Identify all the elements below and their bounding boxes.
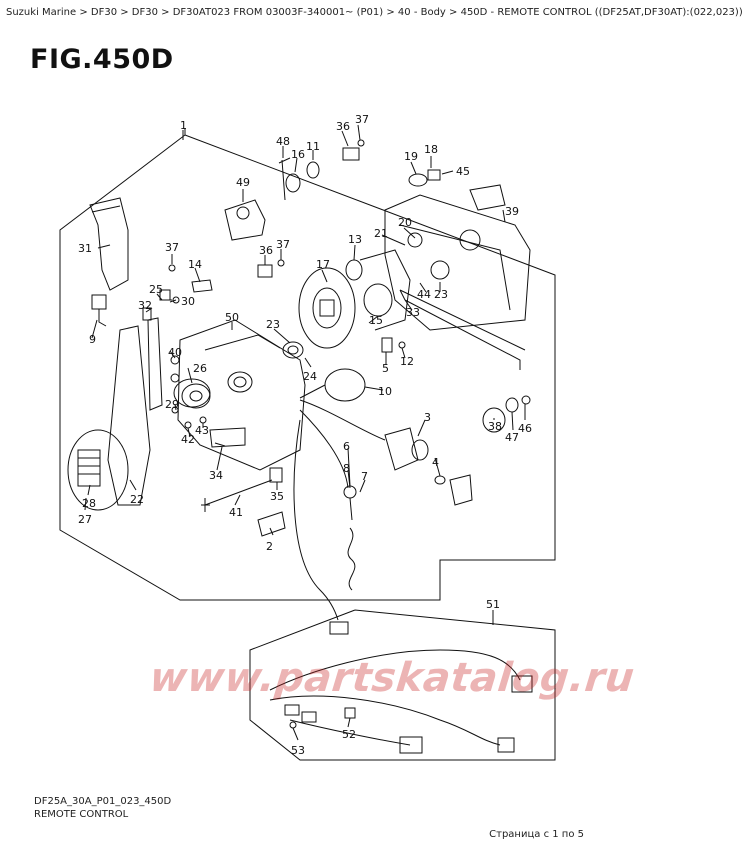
- control-lever-part: [107, 325, 151, 506]
- callout-51: 51: [486, 598, 500, 611]
- callout-32: 32: [138, 299, 152, 312]
- callout-36: 36: [336, 120, 350, 133]
- callout-15: 15: [369, 314, 383, 327]
- callout-53: 53: [291, 744, 305, 757]
- callout-52: 52: [342, 728, 356, 741]
- callout-9: 9: [89, 333, 96, 346]
- callout-47: 47: [505, 431, 519, 444]
- callout-37c: 37: [165, 241, 179, 254]
- callout-12: 12: [400, 355, 414, 368]
- callout-37b: 37: [276, 238, 290, 251]
- callout-49: 49: [236, 176, 250, 189]
- callout-23b: 23: [266, 318, 280, 331]
- callout-29: 29: [165, 398, 179, 411]
- callout-13: 13: [348, 233, 362, 246]
- callout-45: 45: [456, 165, 470, 178]
- page-indicator: Страница с 1 по 5: [489, 829, 584, 840]
- figure-subtitle: REMOTE CONTROL: [34, 809, 129, 820]
- callout-50: 50: [225, 311, 239, 324]
- callout-40: 40: [168, 346, 182, 359]
- callout-3: 3: [424, 411, 431, 424]
- watermark-text: www.partskatalog.ru: [147, 655, 637, 701]
- callout-8: 8: [343, 462, 350, 475]
- callout-14: 14: [188, 258, 202, 271]
- figure-title: FIG.450D: [30, 44, 174, 75]
- callout-34: 34: [209, 469, 223, 482]
- callout-46: 46: [518, 422, 532, 435]
- callout-25: 25: [149, 283, 163, 296]
- gear-plate-part: [298, 267, 356, 349]
- callout-22: 22: [130, 493, 144, 506]
- callout-27: 27: [78, 513, 92, 526]
- breadcrumb: Suzuki Marine > DF30 > DF30 > DF30AT023 …: [6, 7, 743, 18]
- side-cover-part: [384, 194, 531, 331]
- callout-24: 24: [303, 370, 317, 383]
- callout-6: 6: [343, 440, 350, 453]
- callout-43: 43: [195, 424, 209, 437]
- callout-35: 35: [270, 490, 284, 503]
- callout-41: 41: [229, 506, 243, 519]
- exploded-parts-diagram: 1 2 3 4 5 6 7 8 9 10 11 12 13 14 15 16 1…: [59, 113, 556, 761]
- buzzer-part: [324, 368, 366, 402]
- callout-16: 16: [291, 148, 305, 161]
- assembly-frame: [59, 134, 556, 601]
- harness-frame: [249, 609, 556, 761]
- callout-18: 18: [424, 143, 438, 156]
- callout-19: 19: [404, 150, 418, 163]
- callout-48: 48: [276, 135, 290, 148]
- callout-4: 4: [432, 456, 439, 469]
- callout-36b: 36: [259, 244, 273, 257]
- callout-23: 23: [434, 288, 448, 301]
- callout-7: 7: [361, 470, 368, 483]
- callout-44: 44: [417, 288, 431, 301]
- callout-17: 17: [316, 258, 330, 271]
- callout-21: 21: [374, 227, 388, 240]
- switch-part: [91, 294, 107, 310]
- callout-33: 33: [406, 306, 420, 319]
- callout-2: 2: [266, 540, 273, 553]
- callout-38: 38: [488, 420, 502, 433]
- callout-42: 42: [181, 433, 195, 446]
- callout-5: 5: [382, 362, 389, 375]
- callout-10: 10: [378, 385, 392, 398]
- callout-31: 31: [78, 242, 92, 255]
- callout-1: 1: [180, 119, 187, 132]
- remote-housing-part: [177, 319, 306, 471]
- callout-11: 11: [306, 140, 320, 153]
- handle-cover-part: [89, 197, 129, 291]
- callout-30: 30: [181, 295, 195, 308]
- wiring-harness-part: [269, 649, 521, 691]
- callout-20: 20: [398, 216, 412, 229]
- callout-37: 37: [355, 113, 369, 126]
- callout-28: 28: [82, 497, 96, 510]
- callout-39: 39: [505, 205, 519, 218]
- figure-code: DF25A_30A_P01_023_450D: [34, 796, 172, 807]
- callout-26: 26: [193, 362, 207, 375]
